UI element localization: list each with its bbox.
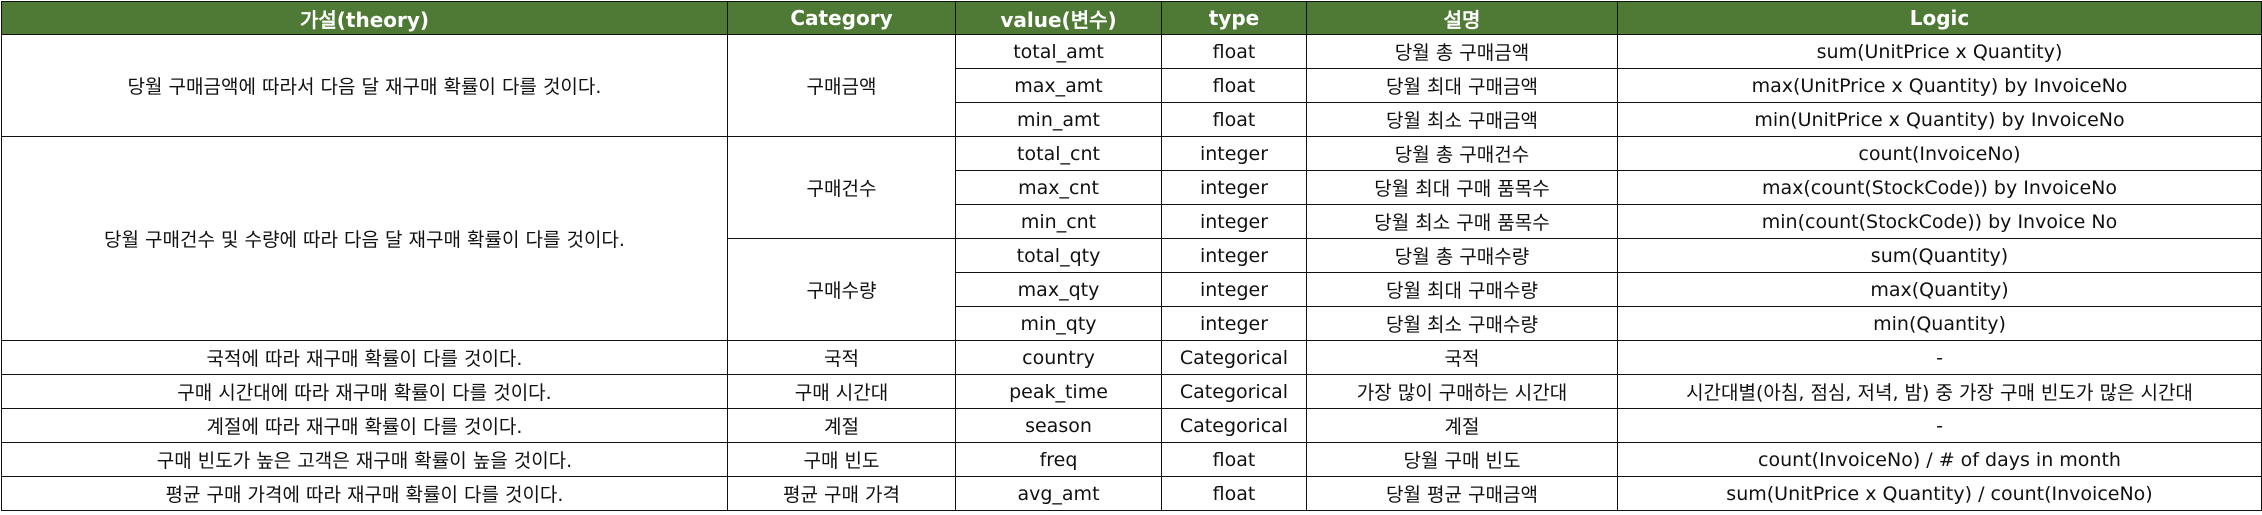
category-cell: 구매건수	[727, 136, 956, 239]
description-cell: 당월 최소 구매금액	[1306, 102, 1618, 137]
hypothesis-cell: 계절에 따라 재구매 확률이 다를 것이다.	[1, 408, 728, 443]
description-cell: 당월 최대 구매수량	[1306, 272, 1618, 307]
description-cell: 당월 총 구매금액	[1306, 34, 1618, 69]
description-cell: 계절	[1306, 408, 1618, 443]
value-cell: total_cnt	[955, 136, 1162, 171]
table-row: min_amt float 당월 최소 구매금액 min(UnitPrice x…	[2, 102, 2262, 137]
table-row: 구매 시간대에 따라 재구매 확률이 다를 것이다. 구매 시간대 peak_t…	[1, 374, 2262, 409]
header-theory: 가설(theory)	[1, 1, 728, 35]
hypothesis-cell: 당월 구매금액에 따라서 다음 달 재구매 확률이 다를 것이다.	[1, 34, 728, 137]
type-cell: float	[1161, 476, 1307, 511]
logic-cell: sum(UnitPrice x Quantity) / count(Invoic…	[1617, 476, 2262, 511]
table-row: max_cnt integer 당월 최대 구매 품목수 max(count(S…	[2, 170, 2262, 205]
header-category: Category	[727, 1, 956, 35]
table-row: 구매수량 total_qty integer 당월 총 구매수량 sum(Qua…	[2, 238, 2262, 341]
logic-cell: min(count(StockCode)) by Invoice No	[1617, 204, 2262, 239]
type-cell: float	[1161, 442, 1307, 477]
value-cell: min_amt	[955, 102, 1162, 137]
header-description: 설명	[1306, 1, 1618, 35]
hypothesis-cell: 구매 시간대에 따라 재구매 확률이 다를 것이다.	[1, 374, 728, 409]
header-value: value(변수)	[955, 1, 1162, 35]
value-cell: min_qty	[955, 306, 1162, 341]
type-cell: integer	[1161, 306, 1307, 341]
table-row: min_cnt integer 당월 최소 구매 품목수 min(count(S…	[2, 204, 2262, 239]
description-cell: 당월 최소 구매 품목수	[1306, 204, 1618, 239]
table-row: 당월 구매금액에 따라서 다음 달 재구매 확률이 다를 것이다. 구매금액 t…	[1, 34, 2262, 137]
hypothesis-cell: 당월 구매건수 및 수량에 따라 다음 달 재구매 확률이 다를 것이다.	[1, 136, 728, 341]
value-cell: min_cnt	[955, 204, 1162, 239]
table-row: max_qty integer 당월 최대 구매수량 max(Quantity)	[2, 272, 2262, 307]
hypothesis-cell: 구매 빈도가 높은 고객은 재구매 확률이 높을 것이다.	[1, 442, 728, 477]
table-row: 당월 구매건수 및 수량에 따라 다음 달 재구매 확률이 다를 것이다. 구매…	[1, 136, 2262, 341]
category-cell: 국적	[727, 340, 956, 375]
category-cell: 구매 시간대	[727, 374, 956, 409]
value-cell: avg_amt	[955, 476, 1162, 511]
header-logic: Logic	[1617, 1, 2262, 35]
value-cell: country	[955, 340, 1162, 375]
logic-cell: max(Quantity)	[1617, 272, 2262, 307]
description-cell: 가장 많이 구매하는 시간대	[1306, 374, 1618, 409]
type-cell: integer	[1161, 204, 1307, 239]
logic-cell: count(InvoiceNo) / # of days in month	[1617, 442, 2262, 477]
category-cell: 구매 빈도	[727, 442, 956, 477]
table-row: min_qty integer 당월 최소 구매수량 min(Quantity)	[2, 306, 2262, 341]
category-cell: 평균 구매 가격	[727, 476, 956, 511]
logic-cell: min(UnitPrice x Quantity) by InvoiceNo	[1617, 102, 2262, 137]
value-cell: season	[955, 408, 1162, 443]
value-cell: peak_time	[955, 374, 1162, 409]
value-cell: max_amt	[955, 68, 1162, 103]
type-cell: Categorical	[1161, 408, 1307, 443]
header-row: 가설(theory) Category value(변수) type 설명 Lo…	[1, 1, 2262, 35]
type-cell: integer	[1161, 170, 1307, 205]
logic-cell: sum(UnitPrice x Quantity)	[1617, 34, 2262, 69]
table-row: max_amt float 당월 최대 구매금액 max(UnitPrice x…	[2, 68, 2262, 103]
logic-cell: sum(Quantity)	[1617, 238, 2262, 273]
description-cell: 국적	[1306, 340, 1618, 375]
type-cell: integer	[1161, 272, 1307, 307]
description-cell: 당월 구매 빈도	[1306, 442, 1618, 477]
type-cell: float	[1161, 34, 1307, 69]
logic-cell: -	[1617, 408, 2262, 443]
table-row: 평균 구매 가격에 따라 재구매 확률이 다를 것이다. 평균 구매 가격 av…	[1, 476, 2262, 511]
description-cell: 당월 최대 구매 품목수	[1306, 170, 1618, 205]
logic-cell: 시간대별(아침, 점심, 저녁, 밤) 중 가장 구매 빈도가 많은 시간대	[1617, 374, 2262, 409]
description-cell: 당월 최대 구매금액	[1306, 68, 1618, 103]
type-cell: integer	[1161, 238, 1307, 273]
value-cell: total_qty	[955, 238, 1162, 273]
value-cell: total_amt	[955, 34, 1162, 69]
type-cell: Categorical	[1161, 340, 1307, 375]
logic-cell: max(UnitPrice x Quantity) by InvoiceNo	[1617, 68, 2262, 103]
description-cell: 당월 최소 구매수량	[1306, 306, 1618, 341]
value-cell: freq	[955, 442, 1162, 477]
table-row: 국적에 따라 재구매 확률이 다를 것이다. 국적 country Catego…	[1, 340, 2262, 375]
table-row: 구매 빈도가 높은 고객은 재구매 확률이 높을 것이다. 구매 빈도 freq…	[1, 442, 2262, 477]
category-cell: 구매수량	[727, 238, 956, 341]
category-cell: 구매금액	[727, 34, 956, 137]
value-cell: max_cnt	[955, 170, 1162, 205]
value-cell: max_qty	[955, 272, 1162, 307]
description-cell: 당월 총 구매건수	[1306, 136, 1618, 171]
logic-cell: max(count(StockCode)) by InvoiceNo	[1617, 170, 2262, 205]
type-cell: float	[1161, 68, 1307, 103]
type-cell: Categorical	[1161, 374, 1307, 409]
description-cell: 당월 총 구매수량	[1306, 238, 1618, 273]
category-cell: 계절	[727, 408, 956, 443]
type-cell: float	[1161, 102, 1307, 137]
type-cell: integer	[1161, 136, 1307, 171]
header-type: type	[1161, 1, 1307, 35]
logic-cell: -	[1617, 340, 2262, 375]
table-row: 계절에 따라 재구매 확률이 다를 것이다. 계절 season Categor…	[1, 408, 2262, 443]
logic-cell: count(InvoiceNo)	[1617, 136, 2262, 171]
hypothesis-cell: 국적에 따라 재구매 확률이 다를 것이다.	[1, 340, 728, 375]
logic-cell: min(Quantity)	[1617, 306, 2262, 341]
hypothesis-cell: 평균 구매 가격에 따라 재구매 확률이 다를 것이다.	[1, 476, 728, 511]
description-cell: 당월 평균 구매금액	[1306, 476, 1618, 511]
